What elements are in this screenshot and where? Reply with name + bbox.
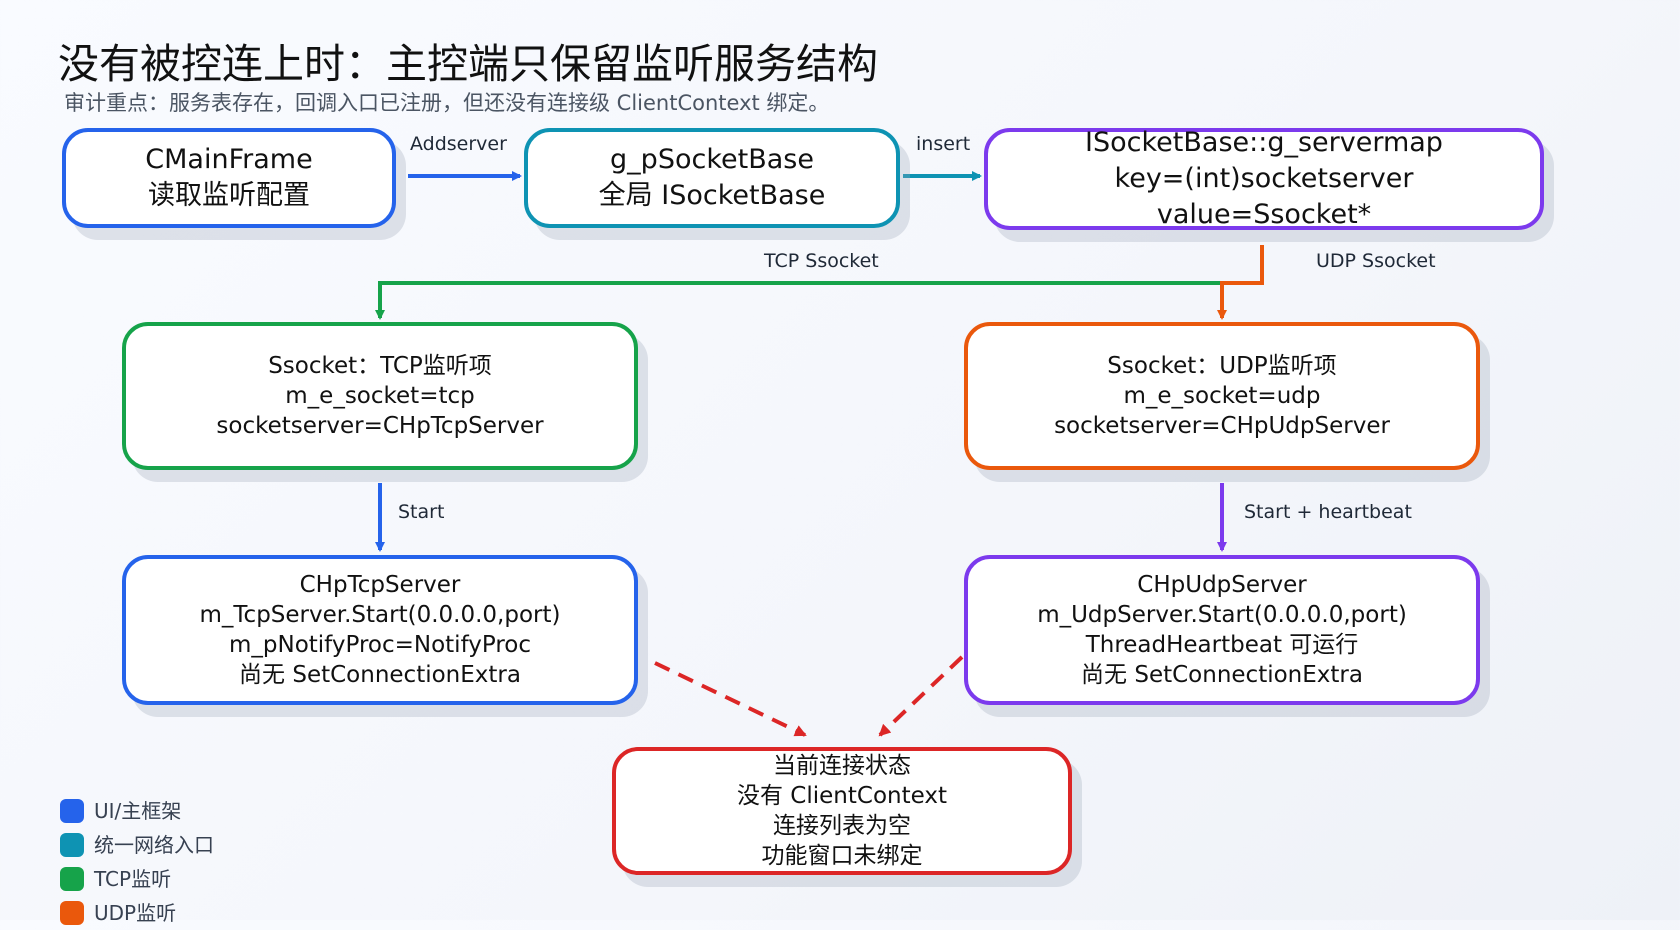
node-line: m_TcpServer.Start(0.0.0.0,port) [199,602,561,628]
node-line: CHpTcpServer [299,572,461,598]
legend-item-network: 统一网络入口 [60,828,214,862]
node-line: 功能窗口未绑定 [761,843,923,869]
node-line: CHpUdpServer [1137,572,1307,598]
page-title: 没有被控连上时：主控端只保留监听服务结构 [58,40,878,88]
node-line: socketserver=CHpUdpServer [1054,413,1390,439]
node-cmainframe: CMainFrame 读取监听配置 [62,128,396,228]
node-line: 没有 ClientContext [737,783,947,809]
node-line: value=Ssocket* [1156,199,1372,230]
node-chptcpserver: CHpTcpServer m_TcpServer.Start(0.0.0.0,p… [122,555,638,705]
edge-label-start: Start [398,501,445,523]
node-tcp-ssocket: Ssocket：TCP监听项 m_e_socket=tcp socketserv… [122,322,638,470]
node-g-psocketbase: g_pSocketBase 全局 ISocketBase [524,128,900,228]
edge-udp-to-state [878,655,964,737]
node-line: m_e_socket=udp [1123,383,1321,409]
node-udp-ssocket: Ssocket：UDP监听项 m_e_socket=udp socketserv… [964,322,1480,470]
node-line: socketserver=CHpTcpServer [216,413,544,439]
node-chpudpserver: CHpUdpServer m_UdpServer.Start(0.0.0.0,p… [964,555,1480,705]
edge-label-tcp-ssocket: TCP Ssocket [764,250,879,272]
edge-tcp-ssocket [375,281,1262,320]
node-line: CMainFrame [145,144,313,175]
node-servermap: ISocketBase::g_servermap key=(int)socket… [984,127,1544,230]
edge-udp-ssocket [1217,245,1264,320]
legend-swatch [60,867,84,891]
node-line: 当前连接状态 [773,753,911,779]
legend-label: TCP监听 [94,867,172,891]
node-connection-state: 当前连接状态 没有 ClientContext 连接列表为空 功能窗口未绑定 [612,747,1072,875]
edge-label-udp-ssocket: UDP Ssocket [1316,250,1436,272]
legend-swatch [60,833,84,857]
legend-label: UI/主框架 [94,799,182,823]
legend-item-ui: UI/主框架 [60,794,214,828]
node-line: g_pSocketBase [610,144,814,175]
node-line: m_e_socket=tcp [285,383,475,409]
node-line: ThreadHeartbeat 可运行 [1085,632,1359,658]
legend-item-tcp: TCP监听 [60,862,214,896]
node-line: 尚无 SetConnectionExtra [239,662,521,688]
node-line: 尚无 SetConnectionExtra [1081,662,1363,688]
node-line: 连接列表为空 [773,813,911,839]
node-line: ISocketBase::g_servermap [1085,127,1443,158]
legend-swatch [60,799,84,823]
node-line: 全局 ISocketBase [598,180,826,211]
legend: UI/主框架 统一网络入口 TCP监听 UDP监听 [60,794,214,930]
edge-label-start-heartbeat: Start + heartbeat [1244,501,1412,523]
edge-tcp-to-state [654,661,807,737]
legend-label: 统一网络入口 [94,833,214,857]
edge-label-addserver: Addserver [410,133,507,155]
node-line: m_pNotifyProc=NotifyProc [228,632,532,658]
page-subtitle: 审计重点：服务表存在，回调入口已注册，但还没有连接级 ClientContext… [64,91,830,115]
legend-item-udp: UDP监听 [60,896,214,930]
node-line: 读取监听配置 [148,180,310,211]
node-line: Ssocket：UDP监听项 [1107,353,1337,379]
node-line: Ssocket：TCP监听项 [268,353,492,379]
legend-swatch [60,901,84,925]
edge-label-insert: insert [916,133,971,155]
node-line: m_UdpServer.Start(0.0.0.0,port) [1037,602,1407,628]
node-line: key=(int)socketserver [1114,163,1414,194]
legend-label: UDP监听 [94,901,177,925]
